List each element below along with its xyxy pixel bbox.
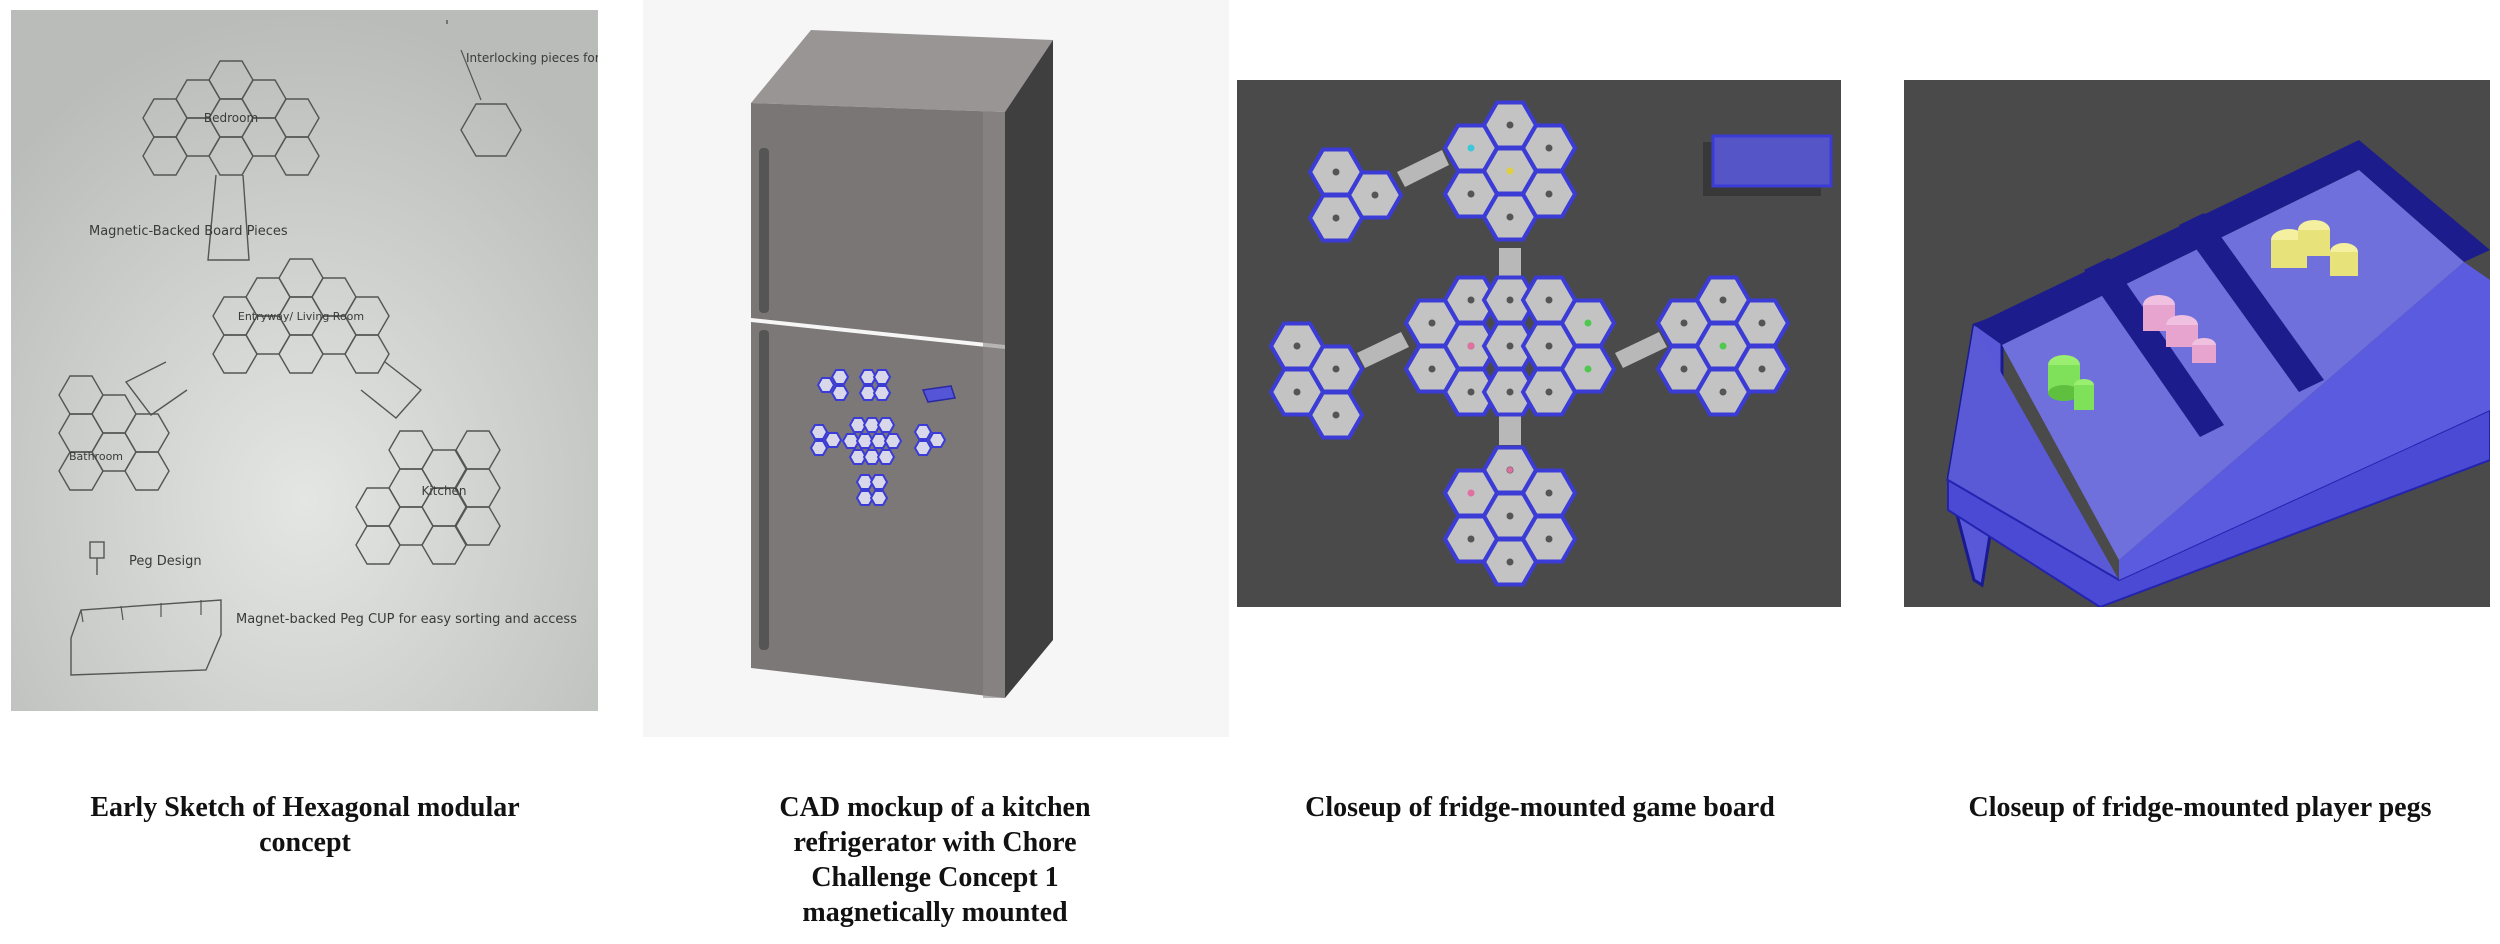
peg-cup-divider-2 [2179, 213, 2324, 392]
player-pegs-drawing [1946, 140, 2490, 607]
peg-pink [2143, 295, 2216, 363]
cad-fridge-drawing [751, 30, 1053, 698]
sketch-label-kitchen: Kitchen [421, 484, 466, 498]
sketch-drawing: Bedroom Entryway/ Living Room Bathroom K… [11, 10, 598, 711]
fridge-top [751, 30, 1053, 112]
board-cluster-left [1269, 321, 1364, 440]
fridge-upper-door [751, 103, 1005, 345]
caption-sketch: Early Sketch of Hexagonal modular concep… [90, 792, 520, 858]
sketch-note-magnetic: Magnetic-Backed Board Pieces [89, 224, 288, 239]
sketch-note-cup: Magnet-backed Peg CUP for easy sorting a… [236, 612, 577, 627]
sketch-peg: Peg Design [89, 541, 202, 575]
sketch-entry-cluster: Entryway/ Living Room [212, 258, 390, 374]
caption-cad: CAD mockup of a kitchen refrigerator wit… [779, 792, 1091, 928]
fridge-lower-door [751, 322, 1005, 698]
sketch-image: Bedroom Entryway/ Living Room Bathroom K… [11, 10, 598, 711]
sketch-kitchen-cluster: Kitchen [355, 430, 501, 565]
sketch-connectors [124, 20, 448, 419]
peg-green [2048, 355, 2094, 410]
board-peg-cup-block [1703, 134, 1833, 196]
board-cluster-right [1656, 275, 1790, 417]
cad-fridge-image [643, 0, 1229, 737]
fridge-side [1005, 40, 1053, 698]
caption-board: Closeup of fridge-mounted game board [1305, 792, 1775, 823]
sketch-peg-cup: Magnet-backed Peg CUP for easy sorting a… [70, 599, 577, 676]
fridge-mini-peg-cup [921, 385, 956, 403]
peg-cup-divider-1 [2084, 258, 2224, 437]
peg-yellow [2271, 220, 2358, 276]
board-cluster-bottom [1443, 445, 1577, 587]
caption-pegs: Closeup of fridge-mounted player pegs [1968, 792, 2432, 823]
sketch-interlock-piece [460, 49, 522, 157]
sketch-bedroom-cluster: Bedroom [142, 60, 320, 176]
sketch-label-bathroom: Bathroom [69, 450, 123, 463]
player-pegs-image [1904, 80, 2490, 607]
peg-cup-front-face [2119, 262, 2490, 580]
sketch-note-peg: Peg Design [129, 554, 202, 569]
game-board-image [1237, 80, 1841, 607]
sketch-label-entry: Entryway/ Living Room [238, 310, 364, 323]
sketch-note-interlocking: Interlocking pieces for board setup [466, 51, 598, 65]
game-board-drawing [1269, 100, 1833, 587]
sketch-label-bedroom: Bedroom [204, 111, 258, 125]
board-cluster-center [1404, 275, 1616, 417]
board-cluster-top [1443, 100, 1577, 242]
board-cluster-top-left [1308, 147, 1403, 243]
sketch-bathroom-cluster: Bathroom [58, 375, 170, 491]
